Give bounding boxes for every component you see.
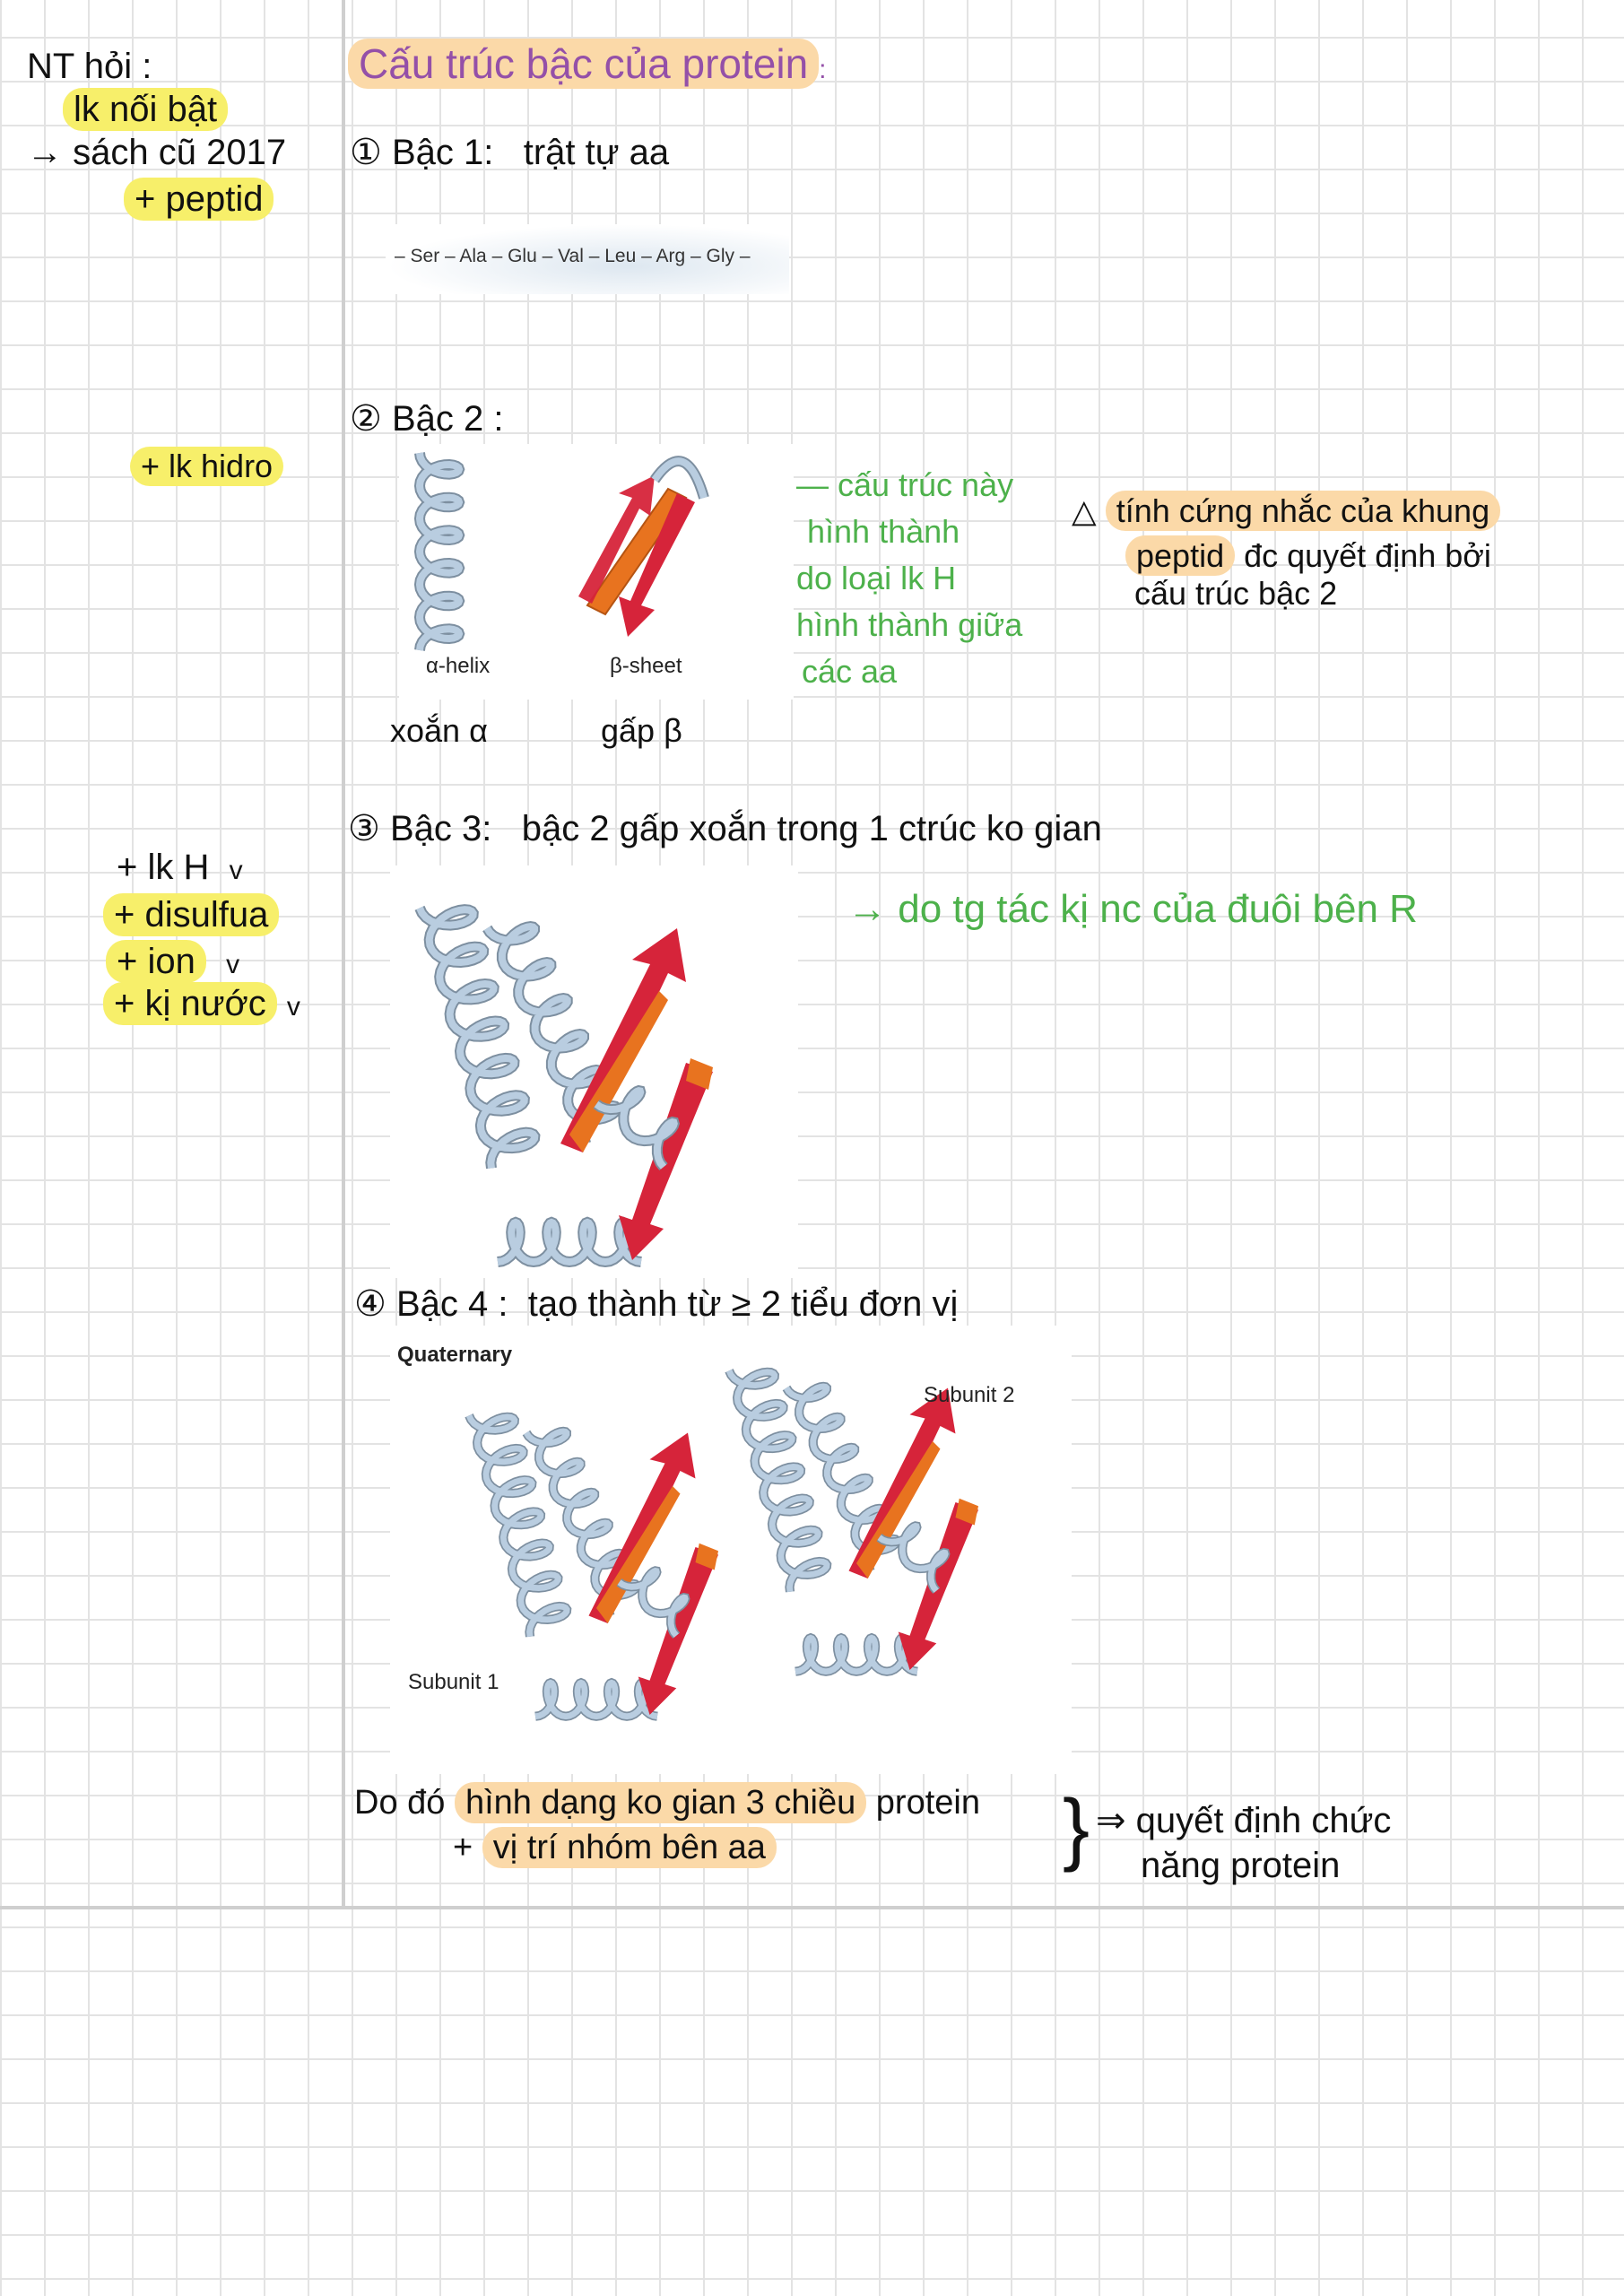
- beta-strand-red-up: [848, 1387, 956, 1578]
- conclusion-result-line2: năng protein: [1141, 1846, 1341, 1885]
- conclusion-result: ⇒ quyết định chức: [1096, 1801, 1392, 1840]
- conclusion-line1: Do đó hình dạng ko gian 3 chiều protein: [354, 1782, 980, 1823]
- beta-sheet-label: β-sheet: [610, 654, 682, 678]
- warning-triangle-icon: △: [1072, 492, 1097, 529]
- level2-warning-note: △ tính cứng nhắc của khung peptid đc quy…: [1072, 489, 1501, 616]
- note-sach-cu: → sách cũ 2017: [27, 133, 287, 172]
- bond-item: + lk H v: [117, 848, 243, 887]
- beta-strand-orange-end: [955, 1498, 978, 1526]
- beta-strand-orange: [569, 991, 668, 1152]
- helix-coil: [877, 1522, 949, 1593]
- helix-coil: [483, 923, 621, 1145]
- beta-strand-red-up: [560, 928, 686, 1152]
- beta-strand-red-up: [588, 1432, 696, 1623]
- helix-coil: [416, 906, 539, 1169]
- level3-heading: ③ Bậc 3: bậc 2 gấp xoắn trong 1 ctrúc ko…: [348, 809, 1102, 848]
- beta-strand-orange: [596, 1486, 681, 1623]
- alpha-helix-label: α-helix: [426, 654, 490, 678]
- alpha-helix-drawing: [413, 452, 465, 651]
- helix-coil: [725, 1369, 830, 1593]
- tertiary-structure-figure: [390, 865, 798, 1278]
- quaternary-structure-figure: Quaternary Subunit 1 Subunit 2: [390, 1326, 1072, 1774]
- helix-coil: [784, 1383, 900, 1572]
- brace: }: [1063, 1784, 1090, 1874]
- helix-coil: [534, 1679, 658, 1720]
- quaternary-title: Quaternary: [397, 1343, 513, 1367]
- helix-coil: [465, 1413, 570, 1638]
- beta-strand-orange-end: [686, 1058, 713, 1090]
- sheet-vn-label: gấp β: [601, 712, 682, 749]
- helix-coil: [413, 452, 465, 651]
- helix-coil: [415, 452, 464, 651]
- helix-coil: [594, 1086, 678, 1170]
- note-peptid: + peptid: [124, 178, 274, 221]
- level1-heading: ① Bậc 1: trật tự aa: [350, 133, 670, 172]
- amino-acid-sequence: – Ser – Ala – Glu – Val – Leu – Arg – Gl…: [395, 246, 751, 266]
- level2-heading: ② Bậc 2 :: [350, 399, 504, 439]
- bond-item: + disulfua: [103, 893, 280, 936]
- beta-strand-red: [619, 493, 695, 637]
- subunit1-label: Subunit 1: [408, 1670, 499, 1694]
- conclusion-line2: + vị trí nhóm bên aa: [453, 1827, 777, 1868]
- margin-divider: [342, 0, 345, 1909]
- beta-strand-orange-end: [695, 1543, 718, 1570]
- helix-vn-label: xoắn α: [390, 712, 488, 749]
- helix-coil: [617, 1567, 689, 1638]
- page-title: Cấu trúc bậc của protein:: [348, 39, 827, 89]
- bond-item: + ion v: [106, 940, 239, 983]
- beta-strand-orange: [856, 1441, 941, 1578]
- secondary-structure-figure: α-helix β-sheet: [399, 444, 794, 700]
- helix-coil: [497, 1218, 642, 1266]
- page-end-line: [0, 1906, 1624, 1909]
- level3-green-note: → do tg tác kị nc của đuôi bên R: [847, 887, 1418, 931]
- note-lk-hidro: + lk hidro: [130, 447, 284, 486]
- bond-item: + kị nước v: [103, 982, 300, 1025]
- note-nt-hoi: NT hỏi :: [27, 47, 152, 86]
- helix-coil: [795, 1634, 918, 1675]
- subunit2-label: Subunit 2: [924, 1383, 1014, 1407]
- level4-heading: ④ Bậc 4 : tạo thành từ ≥ 2 tiểu đơn vị: [354, 1284, 959, 1324]
- helix-coil: [524, 1428, 640, 1617]
- note-lk-noi-bat: lk nối bật: [63, 88, 229, 131]
- beta-strand-red-up: [578, 475, 655, 604]
- peptide-sequence-figure: – Ser – Ala – Glu – Val – Leu – Arg – Gl…: [386, 224, 789, 294]
